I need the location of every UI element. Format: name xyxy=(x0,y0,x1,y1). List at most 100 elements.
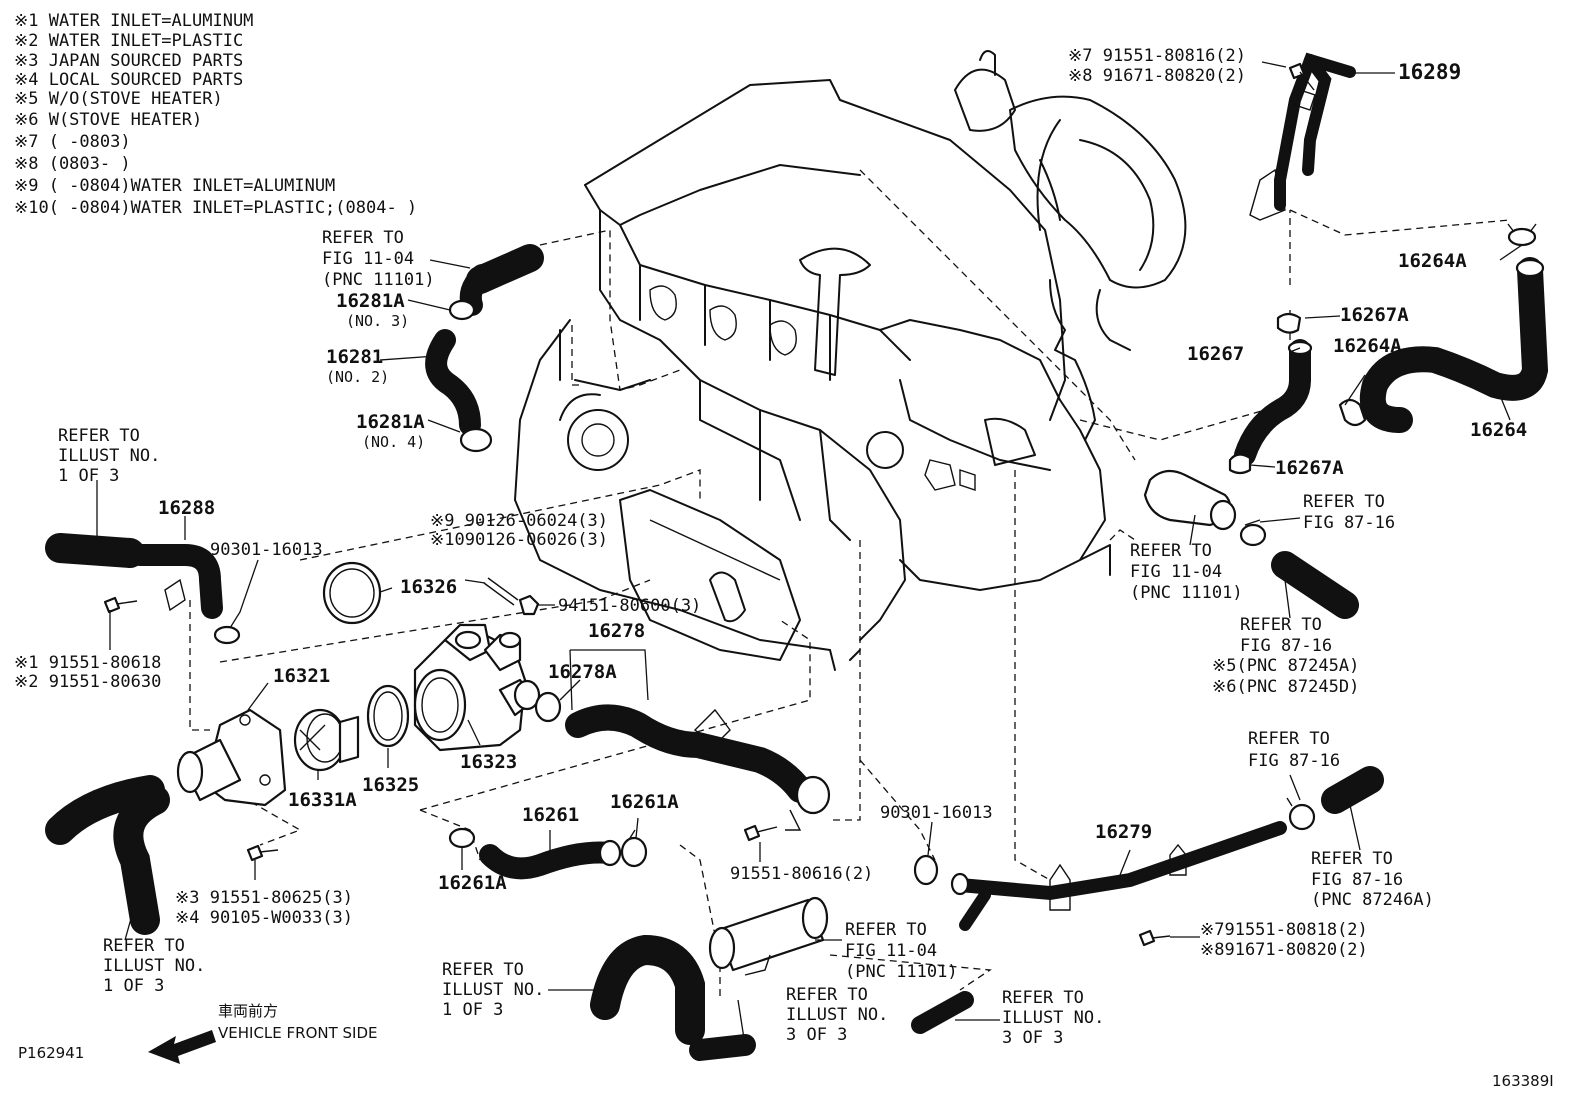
part-16267-hose xyxy=(1234,339,1313,466)
label-ref-fig8716-b3: ※5(PNC 87245A) xyxy=(1212,656,1359,676)
label-bolt2: ※2 91551-80630 xyxy=(14,672,161,692)
bolt-16289 xyxy=(1288,62,1315,91)
note-2: ※2 WATER INLET=PLASTIC xyxy=(14,31,243,51)
label-ref-fig1104-b3: (PNC 11101) xyxy=(845,962,958,982)
label-bolt4: ※4 90105-W0033(3) xyxy=(175,908,353,928)
part-16264-hose xyxy=(1359,257,1549,433)
note-4: ※4 LOCAL SOURCED PARTS xyxy=(14,70,243,90)
label-ref-fig8716-a2: FIG 87-16 xyxy=(1303,513,1395,533)
label-ref-fig1104-t2: FIG 11-04 xyxy=(322,249,414,269)
label-ref-fig1104-t3: (PNC 11101) xyxy=(322,270,435,290)
label-90301-a: 90301-16013 xyxy=(210,540,323,560)
part-16288-pipe xyxy=(129,544,223,619)
label-ref-fig8716-d2: FIG 87-16 xyxy=(1311,870,1403,890)
label-16325: 16325 xyxy=(362,774,419,796)
label-16281: 16281 xyxy=(326,346,383,368)
label-ref-fig8716-c2: FIG 87-16 xyxy=(1248,751,1340,771)
part-16278A-gasket xyxy=(534,691,562,723)
water-outlet-right xyxy=(1143,469,1237,531)
label-16264A-mid: 16264A xyxy=(1333,335,1402,357)
engine-block xyxy=(514,50,1187,671)
label-bolt-16289-a: ※7 91551-80816(2) xyxy=(1068,46,1246,66)
label-front-jp: 車両前方 xyxy=(218,1002,278,1020)
label-bolt8-b: ※891671-80820(2) xyxy=(1200,940,1368,960)
label-ref-fig1104-r1: REFER TO xyxy=(1130,541,1212,561)
part-16331A-thermostat xyxy=(293,708,360,772)
part-16279-pipe xyxy=(950,821,1287,931)
label-bolt9-b: ※1090126-06026(3) xyxy=(430,530,608,550)
hose-fig8716-d xyxy=(1321,766,1384,814)
part-16278-pipe xyxy=(565,704,831,831)
label-ref-illust-n2: ILLUST NO. xyxy=(786,1005,888,1025)
label-bolt-91551-80616: 91551-80616(2) xyxy=(730,864,873,884)
label-no4: (NO. 4) xyxy=(362,433,425,451)
label-ref-fig1104-t1: REFER TO xyxy=(322,228,404,248)
clamp-fig8716-a xyxy=(1239,519,1267,547)
stud-90126 xyxy=(483,577,519,606)
label-nut94151: 94151-80600(3) xyxy=(558,596,701,616)
part-fig1104-bottom xyxy=(708,896,829,976)
part-16261A-clip-r xyxy=(620,829,648,868)
front-indicator: 車両前方 VEHICLE FRONT SIDE xyxy=(148,1002,378,1064)
label-ref-fig1104-r2: FIG 11-04 xyxy=(1130,562,1222,582)
hose-bottom-illust1 xyxy=(590,934,705,1045)
figure-id-left: P162941 xyxy=(18,1044,84,1062)
label-ref-illust-l3: 1 OF 3 xyxy=(58,466,119,486)
label-16323: 16323 xyxy=(460,751,517,773)
note-5: ※5 W/O(STOVE HEATER) xyxy=(14,89,223,109)
part-16267A-clip-top xyxy=(1276,312,1302,334)
gasket-90301-b xyxy=(913,854,939,886)
label-front-en: VEHICLE FRONT SIDE xyxy=(218,1024,378,1042)
label-16321: 16321 xyxy=(273,665,330,687)
label-no2: (NO. 2) xyxy=(326,368,389,386)
label-16278A: 16278A xyxy=(548,661,617,683)
part-16264A-clip-top xyxy=(1507,223,1537,247)
label-16267A-bot: 16267A xyxy=(1275,457,1344,479)
label-bolt1: ※1 91551-80618 xyxy=(14,653,161,673)
note-8: ※8 (0803- ) xyxy=(14,154,131,174)
bolt-16279 xyxy=(1138,929,1171,947)
part-16264A-clip-mid xyxy=(1338,398,1367,427)
nut-94151 xyxy=(518,594,540,616)
part-16325-gasket xyxy=(366,684,410,748)
label-16261: 16261 xyxy=(522,804,579,826)
figure-id-right: 163389I xyxy=(1492,1072,1554,1090)
label-16281A-no4: 16281A xyxy=(356,411,425,433)
part-16321-water-inlet xyxy=(176,708,287,807)
label-16261A-l: 16261A xyxy=(438,872,507,894)
label-ref-fig8716-c1: REFER TO xyxy=(1248,729,1330,749)
label-16331A: 16331A xyxy=(288,789,357,811)
hose-fig8716-a xyxy=(1271,551,1359,619)
note-6: ※6 W(STOVE HEATER) xyxy=(14,110,202,130)
label-16289: 16289 xyxy=(1398,60,1461,84)
label-16326: 16326 xyxy=(400,576,457,598)
label-bolt9-a: ※9 90126-06024(3) xyxy=(430,511,608,531)
label-ref-illust-b2: ILLUST NO. xyxy=(103,956,205,976)
note-1: ※1 WATER INLET=ALUMINUM xyxy=(14,11,253,31)
part-16261A-clip-l xyxy=(448,827,476,849)
bolt-91551-80618 xyxy=(103,596,138,614)
label-ref-fig8716-b2: FIG 87-16 xyxy=(1240,636,1332,656)
part-16323-housing xyxy=(413,623,541,752)
label-ref-fig8716-d3: (PNC 87246A) xyxy=(1311,890,1434,910)
label-ref-fig8716-a1: REFER TO xyxy=(1303,492,1385,512)
label-16264A-top: 16264A xyxy=(1398,250,1467,272)
label-ref-illust-l1: REFER TO xyxy=(58,426,140,446)
note-3: ※3 JAPAN SOURCED PARTS xyxy=(14,51,243,71)
leader-lines xyxy=(96,61,1523,1046)
label-ref-illust-o1: REFER TO xyxy=(1002,988,1084,1008)
label-ref-illust-m1: REFER TO xyxy=(442,960,524,980)
hose-bottom-illust3a xyxy=(689,1034,756,1061)
left-arrow-icon xyxy=(148,1030,216,1064)
label-16279: 16279 xyxy=(1095,821,1152,843)
label-ref-illust-o3: 3 OF 3 xyxy=(1002,1028,1063,1048)
label-ref-illust-o2: ILLUST NO. xyxy=(1002,1008,1104,1028)
hose-left-lower xyxy=(45,775,170,935)
label-16288: 16288 xyxy=(158,497,215,519)
note-10: ※10( -0804)WATER INLET=PLASTIC;(0804- ) xyxy=(14,198,417,218)
label-ref-illust-m3: 1 OF 3 xyxy=(442,1000,503,1020)
gasket-90301-a xyxy=(213,625,241,645)
note-9: ※9 ( -0804)WATER INLET=ALUMINUM xyxy=(14,176,335,196)
bolt-91551-80616 xyxy=(743,824,778,842)
label-ref-illust-b1: REFER TO xyxy=(103,936,185,956)
